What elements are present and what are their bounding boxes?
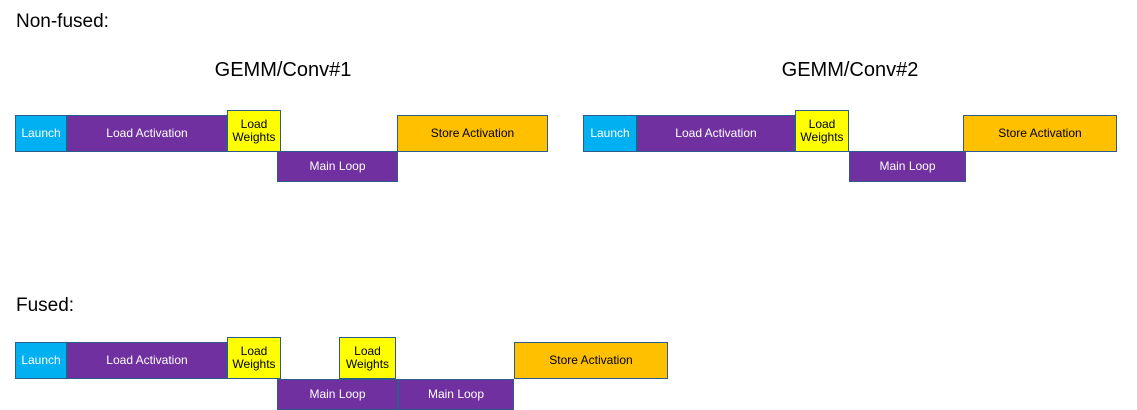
fused-load-weights-1-label: Load Weights	[232, 344, 276, 371]
nonfused-g2-main-loop-label: Main Loop	[879, 159, 936, 174]
fused-load-activation-label: Load Activation	[106, 353, 188, 368]
nonfused-g1-store-activation-bar[interactable]: Store Activation	[397, 115, 548, 152]
fused-store-activation-label: Store Activation	[549, 353, 633, 368]
fused-main-loop-2-label: Main Loop	[427, 387, 485, 402]
group-title-gemm-conv-1: GEMM/Conv#1	[214, 59, 352, 81]
fused-launch-label: Launch	[21, 353, 61, 368]
nonfused-g1-main-loop-bar[interactable]: Main Loop	[277, 151, 398, 182]
nonfused-g1-store-activation-label: Store Activation	[430, 126, 515, 141]
section-label-fused: Fused:	[16, 295, 75, 316]
nonfused-g2-launch-label: Launch	[590, 126, 630, 141]
nonfused-g1-load-weights-label: Load Weights	[232, 117, 276, 144]
fused-main-loop-1-bar[interactable]: Main Loop	[277, 379, 398, 410]
group-title-gemm-conv-2: GEMM/Conv#2	[781, 59, 919, 81]
nonfused-g1-main-loop-label: Main Loop	[309, 159, 366, 174]
nonfused-g2-store-activation-label: Store Activation	[998, 126, 1082, 141]
nonfused-g2-main-loop-bar[interactable]: Main Loop	[849, 151, 966, 182]
nonfused-g1-launch-bar[interactable]: Launch	[15, 115, 67, 152]
nonfused-g2-load-weights-label: Load Weights	[800, 117, 844, 144]
fused-load-weights-2-bar[interactable]: Load Weights	[339, 337, 396, 379]
nonfused-g1-load-activation-bar[interactable]: Load Activation	[67, 115, 227, 152]
fused-main-loop-2-bar[interactable]: Main Loop	[398, 379, 514, 410]
section-label-non-fused: Non-fused:	[16, 11, 109, 32]
nonfused-g2-load-activation-label: Load Activation	[675, 126, 757, 141]
nonfused-g2-store-activation-bar[interactable]: Store Activation	[963, 115, 1117, 152]
nonfused-g2-load-activation-bar[interactable]: Load Activation	[637, 115, 795, 152]
fused-main-loop-1-label: Main Loop	[309, 387, 366, 402]
nonfused-g1-load-activation-label: Load Activation	[106, 126, 188, 141]
nonfused-g1-launch-label: Launch	[21, 126, 61, 141]
fused-launch-bar[interactable]: Launch	[15, 342, 67, 379]
fused-load-weights-1-bar[interactable]: Load Weights	[227, 337, 281, 379]
fused-store-activation-bar[interactable]: Store Activation	[514, 342, 668, 379]
nonfused-g2-load-weights-bar[interactable]: Load Weights	[795, 110, 849, 152]
nonfused-g1-load-weights-bar[interactable]: Load Weights	[227, 110, 281, 152]
nonfused-g2-launch-bar[interactable]: Launch	[583, 115, 637, 152]
fused-load-weights-2-label: Load Weights	[345, 344, 390, 371]
fused-load-activation-bar[interactable]: Load Activation	[67, 342, 227, 379]
